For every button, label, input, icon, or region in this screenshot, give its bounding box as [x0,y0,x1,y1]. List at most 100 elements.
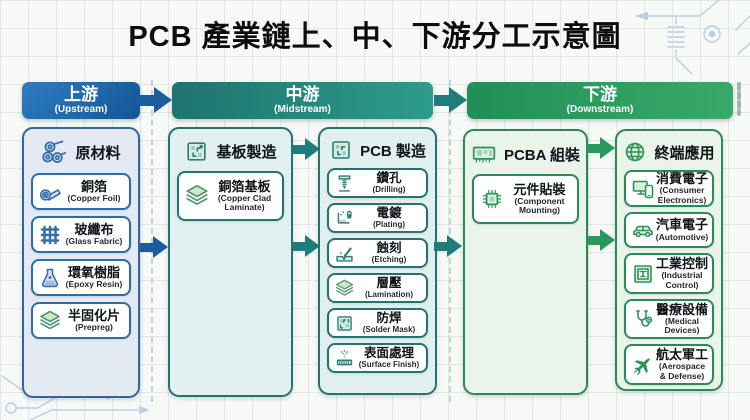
stage-upstream-label: 上游 [64,84,98,104]
monitor-phone-icon [632,180,654,198]
item-sublabel: (Consumer Electronics) [657,185,707,205]
spray-icon [336,349,353,365]
item-sublabel: (Surface Finish) [358,359,420,369]
item-lamination: 層壓(Lamination) [327,273,428,303]
stage-midstream-label: 中游 [285,84,320,104]
layers-icon [335,278,354,296]
item-sublabel: (Copper Clad Laminate) [217,192,272,213]
item-label: 醫療設備 [655,301,708,317]
item-medical-devices: 醫療設備(Medical Devices) [624,299,714,339]
panel-title: 終端應用 [654,144,715,162]
circuit-card-icon [472,146,496,163]
globe-icon [626,142,645,162]
pcb-board-icon [332,141,350,159]
item-sublabel: (Copper Foil) [67,193,121,204]
item-label: 元件貼裝 [513,181,566,197]
item-sublabel: (Lamination) [365,289,413,299]
flow-arrow [434,235,462,257]
layers-icon [186,184,208,205]
stage-downstream: 下游 (Downstream) [467,82,733,119]
panel-pcb-header: PCB 製造 [320,129,435,168]
item-etching: 蝕刻(Etching) [327,238,428,268]
item-plating: 電鍍(Plating) [327,203,428,233]
item-sublabel: (Prepreg) [75,322,113,333]
item-sublabel: (Industrial Control) [661,270,703,290]
panel-pcba-header: PCBA 組裝 [465,131,586,174]
item-label: 銅箔 [80,178,107,194]
item-label: 工業控制 [655,256,708,272]
item-sublabel: (Component Mounting) [514,195,565,216]
item-sublabel: (Glass Fabric) [65,236,123,247]
stage-downstream-label: 下游 [583,84,617,104]
item-consumer-electronics: 消費電子(Consumer Electronics) [624,170,714,207]
item-sublabel: (Epoxy Resin) [65,279,123,290]
stage-downstream-sublabel: (Downstream) [566,103,634,115]
item-label: 鑽孔 [376,170,402,185]
item-sublabel: (Medical Devices) [664,315,700,336]
flow-arrow [139,87,172,113]
solder-mask-icon [337,315,352,331]
layers-icon [40,310,60,329]
item-label: 電鍍 [376,205,402,220]
item-surface-finish: 表面處理(Surface Finish) [327,343,428,373]
item-industrial-control: 工業控制(Industrial Control) [624,253,714,294]
stage-midstream-sublabel: (Midstream) [274,103,331,115]
drill-icon [338,174,351,192]
stage-midstream: 中游 (Midstream) [172,82,433,119]
car-icon [633,225,653,238]
item-label: 蝕刻 [376,240,402,255]
item-epoxy-resin: 環氧樹脂(Epoxy Resin) [31,259,131,296]
item-automotive: 汽車電子(Automotive) [624,212,714,248]
item-drilling: 鑽孔(Drilling) [327,168,428,198]
panel-end-apps-header: 終端應用 [617,131,721,170]
item-label: 層壓 [376,275,402,290]
item-label: 環氧樹脂 [67,264,120,280]
panel-raw-materials: 原材料 銅箔(Copper Foil) 玻纖布(Glass Fabric) [22,127,140,398]
stage-upstream: 上游 (Upstream) [22,82,140,119]
item-copper-foil: 銅箔(Copper Foil) [31,173,131,210]
item-label: 汽車電子 [655,217,708,233]
item-component-mounting: 元件貼裝(Component Mounting) [472,174,579,224]
woven-fabric-icon [40,225,60,244]
item-solder-mask: 防焊(Solder Mask) [327,308,428,338]
item-label: 表面處理 [363,345,414,360]
flask-icon [41,268,59,287]
panel-pcb-manufacturing: PCB 製造 鑽孔(Drilling) [318,127,437,395]
panel-title: 基板製造 [216,144,277,161]
zone-divider [151,80,153,402]
etching-tool-icon [336,246,353,262]
panel-end-applications: 終端應用 消費電子(Consumer Electronics) [615,129,723,391]
item-glass-fabric: 玻纖布(Glass Fabric) [31,216,131,253]
item-sublabel: (Automotive) [655,231,709,242]
item-label: 防焊 [376,310,402,325]
flow-arrow [292,138,320,160]
item-sublabel: (Aerospace & Defense) [658,361,706,381]
item-label: 半固化片 [67,307,120,323]
panel-title: PCBA 組裝 [503,146,581,164]
item-prepreg: 半固化片(Prepreg) [31,302,131,339]
item-label: 航太軍工 [655,347,708,363]
item-sublabel: (Etching) [371,254,407,264]
item-label: 玻纖布 [74,221,114,237]
page-title: PCB 產業鏈上、中、下游分工示意圖 [128,21,622,53]
flow-arrow [434,87,467,113]
copper-foil-icon [39,188,61,201]
item-sublabel: (Plating) [373,219,405,229]
panel-substrate-header: 基板製造 [170,129,291,171]
stethoscope-icon [636,310,653,327]
item-sublabel: (Solder Mask) [362,324,416,334]
flow-arrow [587,137,615,159]
plating-bath-icon [337,210,352,224]
stage-upstream-sublabel: (Upstream) [54,103,108,115]
panel-raw-materials-header: 原材料 [24,129,138,173]
panel-title: PCB 製造 [360,142,426,160]
item-label: 銅箔基板 [218,178,271,194]
panel-substrate-manufacturing: 基板製造 銅箔基板(Copper Clad Laminate) [168,127,293,397]
copper-rolls-icon [42,140,67,163]
flow-arrow [140,236,168,258]
item-aerospace-defense: 航太軍工(Aerospace & Defense) [624,344,714,385]
flow-arrow [587,229,615,251]
pcb-board-icon [187,142,207,161]
item-label: 消費電子 [655,171,708,187]
